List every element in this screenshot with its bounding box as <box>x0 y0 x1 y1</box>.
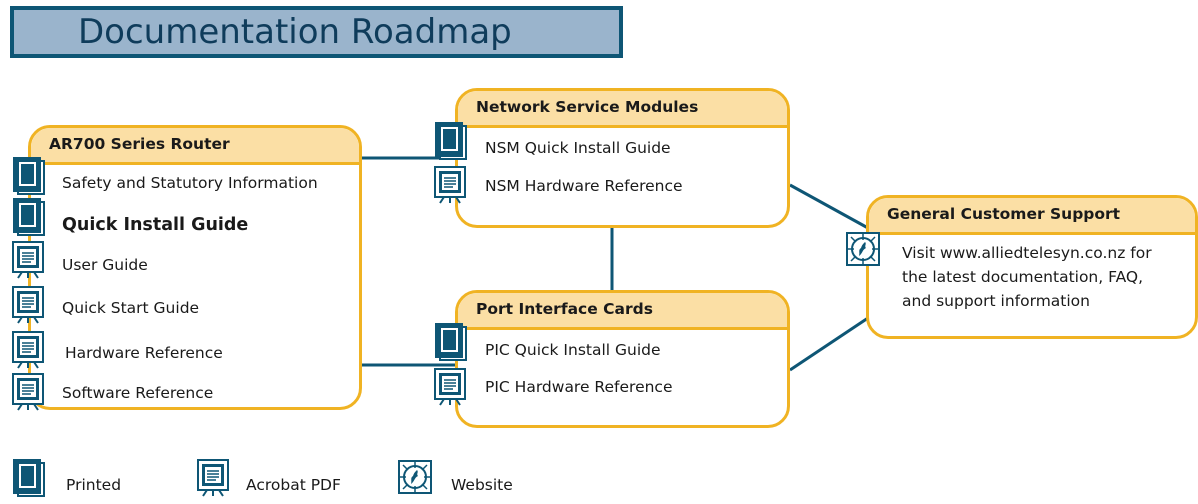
nsm-box: Network Service Modules <box>455 88 790 228</box>
printed-icon <box>13 157 45 195</box>
pic-support-connector <box>789 316 869 372</box>
nsm-header: Network Service Modules <box>458 91 787 128</box>
website-icon <box>846 232 880 266</box>
router-item-4[interactable]: Hardware Reference <box>65 344 223 362</box>
router-item-0[interactable]: Safety and Statutory Information <box>62 174 318 192</box>
pdf-icon <box>434 166 466 204</box>
support-header: General Customer Support <box>869 198 1195 235</box>
printed-icon <box>13 198 45 236</box>
router-box: AR700 Series Router <box>28 125 362 410</box>
printed-icon <box>435 323 467 361</box>
page-title-text: Documentation Roadmap <box>78 12 512 52</box>
router-item-2[interactable]: User Guide <box>62 256 148 274</box>
legend-printed-label: Printed <box>66 476 122 494</box>
pdf-icon <box>12 241 44 279</box>
support-line-2: and support information <box>902 292 1090 310</box>
pic-header: Port Interface Cards <box>458 293 787 330</box>
nsm-item-1[interactable]: NSM Hardware Reference <box>485 177 683 195</box>
pdf-icon <box>12 373 44 411</box>
support-box: General Customer Support <box>866 195 1198 339</box>
pdf-icon <box>12 286 44 324</box>
support-text: Visit www.alliedtelesyn.co.nz for the la… <box>902 241 1152 313</box>
pic-box: Port Interface Cards <box>455 290 790 428</box>
router-item-1[interactable]: Quick Install Guide <box>62 215 249 235</box>
router-item-5[interactable]: Software Reference <box>62 384 214 402</box>
router-item-3[interactable]: Quick Start Guide <box>62 299 200 317</box>
pdf-icon <box>434 368 466 406</box>
nsm-item-0[interactable]: NSM Quick Install Guide <box>485 139 671 157</box>
legend-website-label: Website <box>451 476 513 494</box>
pic-item-0[interactable]: PIC Quick Install Guide <box>485 341 661 359</box>
website-icon <box>398 460 432 494</box>
page-title: Documentation Roadmap <box>10 6 623 58</box>
nsm-support-connector <box>789 183 869 230</box>
support-line-0: Visit www.alliedtelesyn.co.nz for <box>902 244 1152 262</box>
pdf-icon <box>197 459 229 497</box>
printed-icon <box>435 122 467 160</box>
legend-pdf-label: Acrobat PDF <box>246 476 341 494</box>
support-line-1: the latest documentation, FAQ, <box>902 268 1144 286</box>
pic-item-1[interactable]: PIC Hardware Reference <box>485 378 673 396</box>
pdf-icon <box>12 331 44 369</box>
printed-icon <box>13 459 45 497</box>
router-header: AR700 Series Router <box>31 128 359 165</box>
